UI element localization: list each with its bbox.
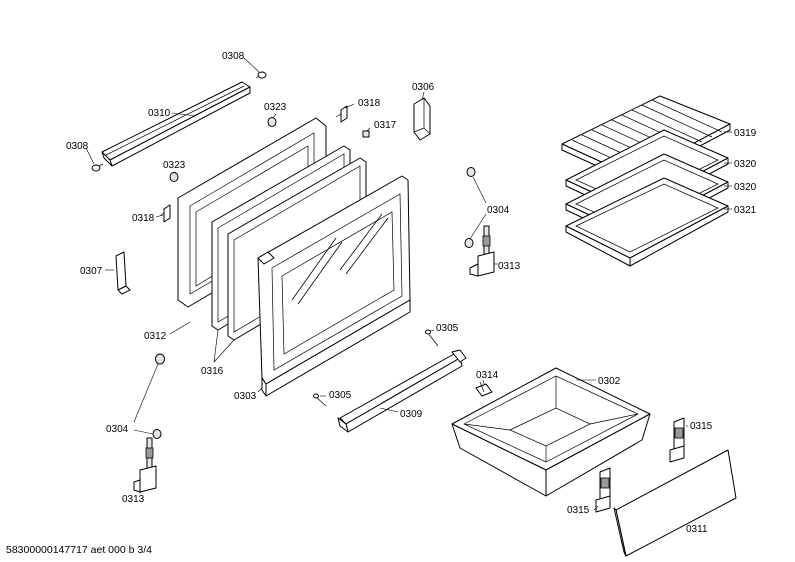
- storage-drawer-0302: [451, 367, 651, 497]
- label-0320-upper: 0320: [734, 159, 757, 170]
- bushing-0304-left-upper: [155, 353, 165, 365]
- bracket-0318-lower: [159, 204, 171, 223]
- leader-lines: [85, 57, 732, 511]
- label-0323-lower: 0323: [163, 160, 186, 171]
- label-0320-lower: 0320: [734, 182, 757, 193]
- label-0314: 0314: [476, 370, 499, 381]
- hinge-0313-left: [133, 437, 157, 493]
- label-0315-left: 0315: [567, 505, 590, 516]
- drawer-runner-0315-left: [595, 467, 611, 513]
- label-0313-left: 0313: [122, 494, 145, 505]
- label-0309: 0309: [400, 409, 423, 420]
- label-0308-left: 0308: [66, 141, 89, 152]
- label-0319: 0319: [734, 128, 757, 139]
- bushing-0304-right-lower: [464, 238, 474, 248]
- bushing-0304-right-upper: [466, 167, 476, 177]
- baking-tray-0321: [565, 177, 729, 267]
- label-0315-right: 0315: [690, 421, 713, 432]
- label-0313-right: 0313: [498, 261, 521, 272]
- label-0323-upper: 0323: [264, 102, 287, 113]
- screw-0305-left: [313, 393, 327, 407]
- hinge-cover-0306: [413, 97, 431, 141]
- label-0317: 0317: [374, 120, 397, 131]
- document-id: 58300000147717 aet 000 b 3/4: [6, 544, 152, 556]
- drawer-front-panel-0311: [613, 449, 737, 557]
- label-0303: 0303: [234, 391, 257, 402]
- label-0306: 0306: [412, 82, 435, 93]
- label-0318-upper: 0318: [358, 98, 381, 109]
- bushing-0304-left-lower: [152, 429, 162, 439]
- door-top-trim-0310: [101, 81, 251, 167]
- label-0307: 0307: [80, 266, 103, 277]
- bushing-0323-upper: [267, 117, 277, 127]
- label-0305-right: 0305: [436, 323, 459, 334]
- spring-0317: [362, 130, 370, 138]
- label-0316: 0316: [201, 366, 224, 377]
- bracket-0318-upper: [335, 105, 348, 123]
- door-handle-0309: [337, 349, 467, 433]
- label-0304-right: 0304: [487, 205, 510, 216]
- screw-0305-right: [425, 329, 439, 347]
- label-0302: 0302: [598, 376, 621, 387]
- bushing-0323-lower: [169, 172, 179, 182]
- label-0311: 0311: [686, 524, 708, 535]
- hinge-0313-right: [469, 225, 495, 277]
- label-0304-left: 0304: [106, 424, 129, 435]
- drawer-runner-0315-right: [669, 417, 685, 463]
- clip-0314: [475, 381, 493, 397]
- label-0308-top: 0308: [222, 51, 245, 62]
- screw-0308-left: [91, 163, 104, 172]
- hinge-shield-0307: [115, 251, 131, 295]
- label-0321: 0321: [734, 205, 757, 216]
- part-labels: 0308 0310 0308 0323 0323 0318 0318 0317 …: [66, 51, 757, 535]
- label-0310: 0310: [148, 108, 171, 119]
- label-0305-left: 0305: [329, 390, 352, 401]
- outer-door-0303: [257, 175, 411, 397]
- label-0312: 0312: [144, 331, 167, 342]
- label-0318-lower: 0318: [132, 213, 155, 224]
- screw-0308-top: [255, 71, 267, 79]
